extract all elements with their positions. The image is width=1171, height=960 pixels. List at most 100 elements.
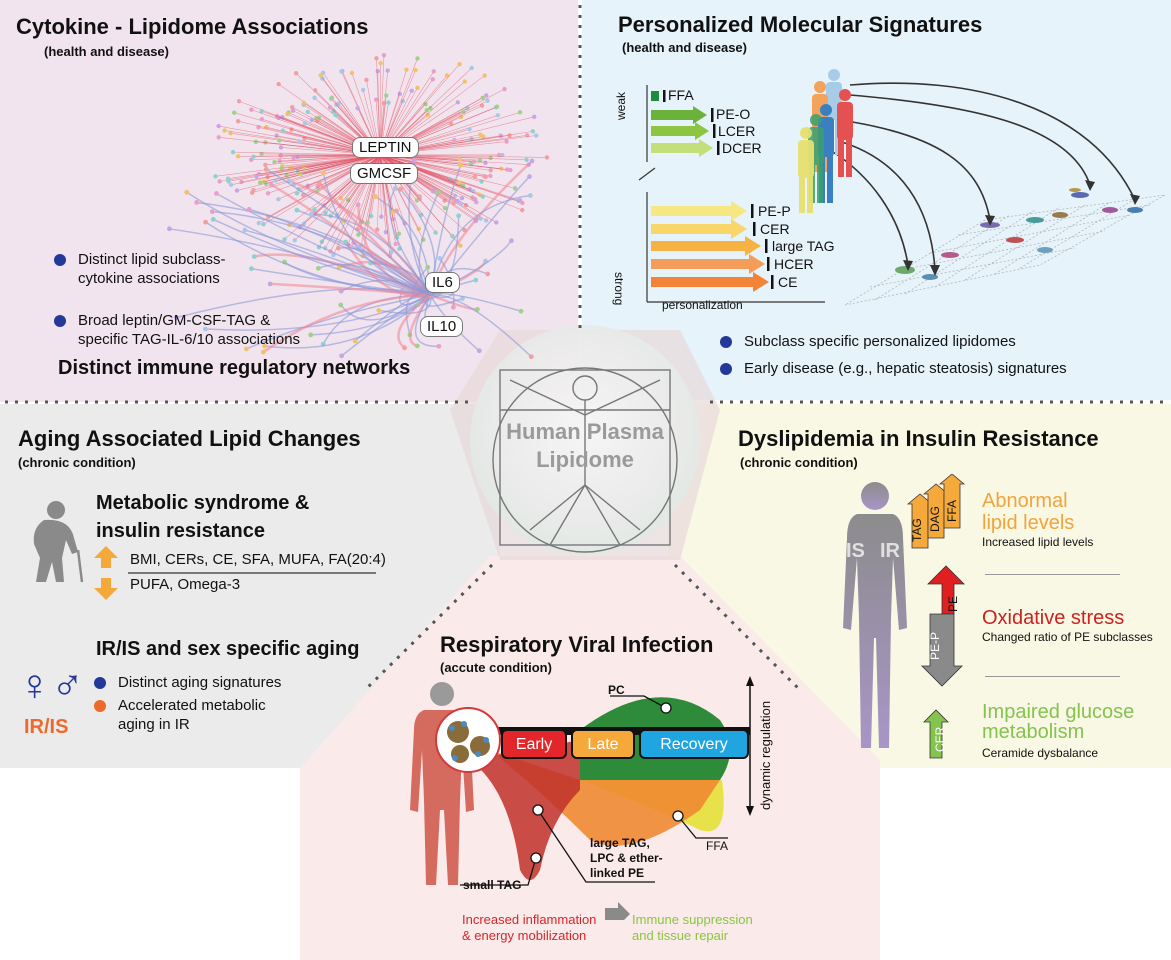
cer-arrow-icon bbox=[923, 709, 949, 759]
pe-label: PE bbox=[946, 595, 960, 612]
inflammation-line2: & energy mobilization bbox=[462, 928, 587, 943]
glucose-line2: metabolism bbox=[982, 721, 1085, 743]
aging-heading2: IR/IS and sex specific aging bbox=[96, 638, 360, 660]
dyslipidemia-separator-2 bbox=[985, 676, 1120, 677]
arrow-hcer bbox=[651, 254, 765, 274]
aging-down-text: PUFA, Omega-3 bbox=[130, 576, 241, 593]
dyslipidemia-separator-1 bbox=[985, 574, 1120, 575]
ffa-viral-label: FFA bbox=[706, 839, 729, 853]
viral-diagram bbox=[410, 676, 754, 920]
sex-symbols-icon: ♀♂ bbox=[18, 661, 84, 710]
phase-recovery-label: Recovery bbox=[660, 736, 728, 753]
ffa-label: FFA bbox=[945, 499, 959, 522]
cer-label: CER bbox=[933, 726, 947, 752]
center-title-line2: Lipidome bbox=[536, 447, 634, 472]
small-tag-curve bbox=[470, 740, 580, 880]
aging-bullet-1: Distinct aging signatures bbox=[94, 673, 281, 692]
repair-text: Immune suppression and tissue repair bbox=[632, 912, 753, 944]
viral-subtitle: (accute condition) bbox=[440, 660, 552, 675]
personalized-people-grid bbox=[798, 69, 1166, 306]
bullet-dot bbox=[54, 315, 66, 328]
large-tag-line2: LPC & ether- bbox=[590, 851, 663, 865]
small-tag-label: small TAG bbox=[463, 878, 522, 892]
aging-bullet2-line2: aging in IR bbox=[118, 716, 190, 733]
weak-item-ffa: FFA bbox=[668, 87, 694, 103]
vitruvian-man-illustration bbox=[492, 367, 678, 553]
arrow-dcer bbox=[651, 139, 713, 157]
axis-break bbox=[638, 167, 656, 181]
virus-icon bbox=[435, 707, 501, 773]
strong-label: strong bbox=[612, 272, 626, 306]
pep-double-arrow-icon bbox=[921, 613, 963, 687]
small-tag-pointer bbox=[460, 857, 537, 886]
personalization-label: personalization bbox=[662, 298, 743, 312]
viral-title: Respiratory Viral Infection bbox=[440, 632, 714, 657]
arrow-cer bbox=[651, 219, 747, 239]
dynamic-label: dynamic regulation bbox=[758, 700, 773, 810]
down-arrow-icon bbox=[94, 578, 118, 600]
node-gmcsf: GMCSF bbox=[350, 163, 419, 184]
transition-arrow-icon bbox=[605, 902, 630, 920]
is-label: IS bbox=[846, 540, 865, 562]
arrow-large-tag bbox=[651, 236, 761, 256]
oxidative-heading: Oxidative stress bbox=[982, 607, 1125, 629]
inflammation-text: Increased inflammation & energy mobiliza… bbox=[462, 912, 596, 944]
aging-bullet2-line1: Accelerated metabolic bbox=[118, 697, 266, 714]
aging-up-text: BMI, CERs, CE, SFA, MUFA, FA(20:4) bbox=[130, 551, 386, 568]
aging-heading1: Metabolic syndrome & insulin resistance bbox=[96, 489, 309, 545]
weak-item-dcer: DCER bbox=[722, 140, 762, 156]
person-icon-3 bbox=[837, 89, 853, 177]
ffa-arrow-icon bbox=[938, 474, 966, 529]
personalized-bullet-1: Subclass specific personalized lipidomes bbox=[720, 332, 1016, 351]
arrow-ffa bbox=[651, 91, 659, 101]
dyslipidemia-subtitle: (chronic condition) bbox=[740, 455, 858, 470]
cytokine-bullet2-line2: specific TAG-IL-6/10 associations bbox=[78, 331, 301, 348]
dag-label: DAG bbox=[928, 505, 942, 532]
weak-item-pe-o: PE-O bbox=[716, 106, 751, 122]
pep-label: PE-P bbox=[928, 631, 942, 660]
bullet-dot bbox=[720, 336, 732, 349]
glucose-desc: Ceramide dysbalance bbox=[982, 746, 1099, 760]
bullet-dot bbox=[94, 677, 106, 690]
arrow-pe-p bbox=[651, 201, 747, 221]
aging-bullet-2: Accelerated metabolic aging in IR bbox=[94, 696, 266, 734]
personalized-bullet-2: Early disease (e.g., hepatic steatosis) … bbox=[720, 359, 1067, 378]
cytokine-title: Cytokine - Lipidome Associations bbox=[16, 14, 369, 39]
repair-line2: and tissue repair bbox=[632, 928, 729, 943]
aging-heading1-line1: Metabolic syndrome & bbox=[96, 492, 310, 514]
dynamic-arrow-up bbox=[746, 676, 754, 686]
pe-double-arrow-icon bbox=[927, 565, 965, 615]
node-il6: IL6 bbox=[425, 272, 460, 293]
aging-heading1-line2: insulin resistance bbox=[96, 520, 265, 542]
personalized-bullet2-text: Early disease (e.g., hepatic steatosis) … bbox=[744, 360, 1067, 377]
glucose-line1: Impaired glucose bbox=[982, 701, 1135, 723]
aging-subtitle: (chronic condition) bbox=[18, 455, 136, 470]
phase-early-label: Early bbox=[515, 736, 553, 753]
bullet-dot bbox=[720, 363, 732, 376]
strong-item-pe-p: PE-P bbox=[758, 203, 791, 219]
inflammation-line1: Increased inflammation bbox=[462, 912, 597, 927]
cytokine-bullet-1: Distinct lipid subclass- cytokine associ… bbox=[54, 250, 226, 288]
glucose-heading: Impaired glucose metabolism bbox=[982, 702, 1134, 742]
center-title: Human Plasma Lipidome bbox=[480, 418, 690, 474]
cytokine-bullet1-line1: Distinct lipid subclass- bbox=[78, 251, 226, 268]
node-leptin: LEPTIN bbox=[352, 137, 419, 158]
lipid-arrows bbox=[906, 474, 966, 759]
weak-item-lcer: LCER bbox=[718, 123, 756, 139]
dyslipidemia-title: Dyslipidemia in Insulin Resistance bbox=[738, 426, 1099, 451]
elderly-person-icon bbox=[33, 501, 84, 583]
person-icon-6 bbox=[798, 127, 814, 213]
cytokine-subtitle: (health and disease) bbox=[44, 44, 169, 59]
oxidative-desc: Changed ratio of PE subclasses bbox=[982, 630, 1153, 644]
large-tag-line3: linked PE bbox=[590, 866, 645, 880]
aging-updown-arrows bbox=[94, 546, 376, 600]
phase-early bbox=[501, 729, 567, 759]
strong-item-large-tag: large TAG bbox=[772, 238, 835, 254]
irs-label: IR/IS bbox=[24, 716, 69, 738]
cytokine-footer: Distinct immune regulatory networks bbox=[58, 357, 411, 379]
arrow-ce bbox=[651, 272, 769, 292]
dynamic-arrow-down bbox=[746, 806, 754, 816]
node-il10: IL10 bbox=[420, 316, 464, 337]
cytokine-bullet-2: Broad leptin/GM-CSF-TAG & specific TAG-I… bbox=[54, 311, 300, 349]
bullet-dot bbox=[54, 254, 66, 267]
